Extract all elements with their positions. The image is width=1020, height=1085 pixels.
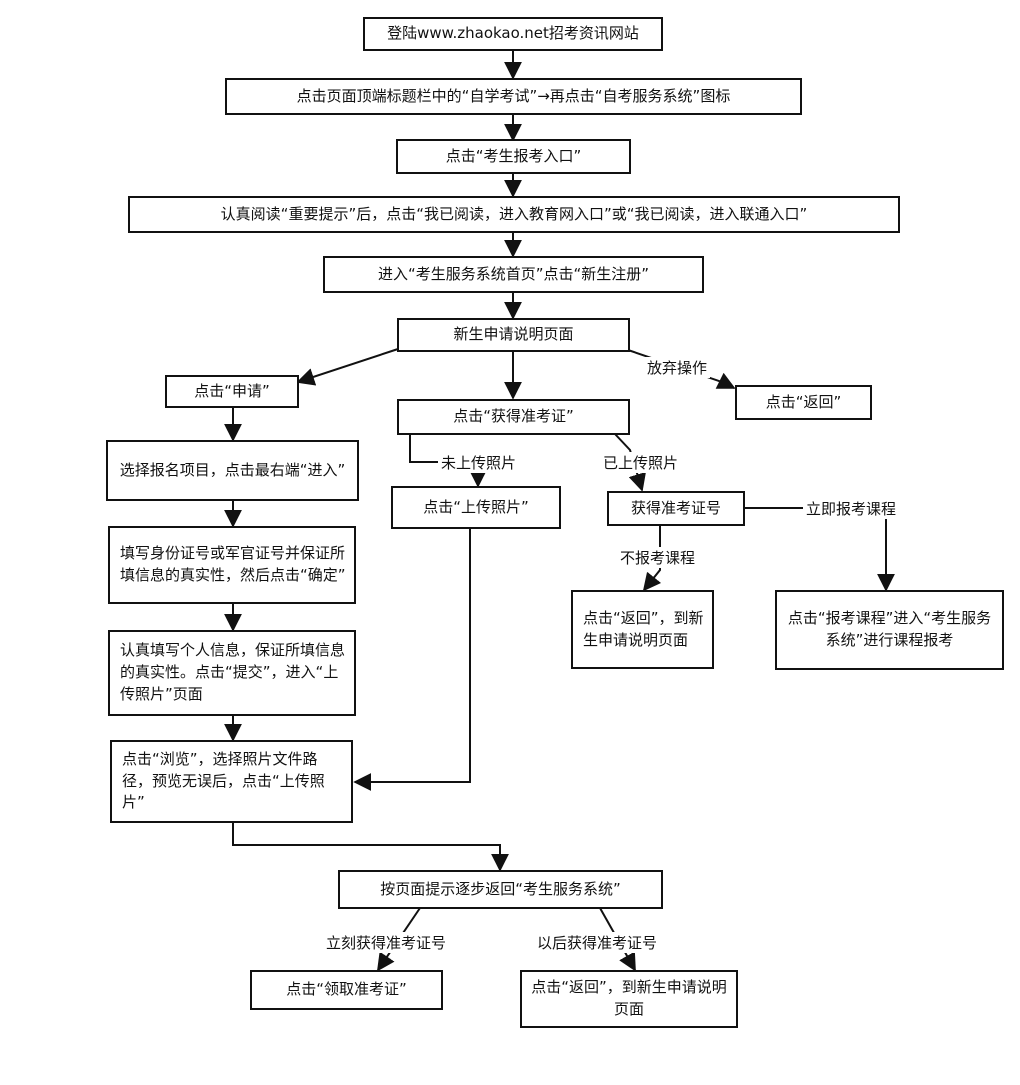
node-click-upload: 点击“上传照片” [391, 486, 561, 529]
node-enroll-entry: 点击“考生报考入口” [396, 139, 631, 174]
label-get-now: 立刻获得准考证号 [323, 932, 450, 953]
node-click-apply: 点击“申请” [165, 375, 299, 408]
node-fill-id: 填写身份证号或军官证号并保证所填信息的真实性，然后点击“确定” [108, 526, 356, 604]
node-step-back: 按页面提示逐步返回“考生服务系统” [338, 870, 663, 909]
arrow-ticketno-to-return [642, 526, 662, 592]
node-get-ticket-no: 获得准考证号 [607, 491, 745, 526]
node-click-return: 点击“返回” [735, 385, 872, 420]
node-return-to-page: 点击“返回”，到新生申请说明页面 [571, 590, 714, 669]
node-home-register: 进入“考生服务系统首页”点击“新生注册” [323, 256, 704, 293]
node-return-to-page-2: 点击“返回”，到新生申请说明页面 [520, 970, 738, 1028]
arrow-browse-to-stepback [232, 822, 509, 872]
arrow-newpage-to-apply [296, 348, 399, 386]
label-no-sign-up: 不报考课程 [617, 547, 699, 568]
node-choose-project: 选择报名项目，点击最右端“进入” [106, 440, 359, 501]
node-browse-upload: 点击“浏览”，选择照片文件路径，预览无误后，点击“上传照片” [110, 740, 353, 823]
node-fill-personal: 认真填写个人信息，保证所填信息的真实性。点击“提交”，进入“上传照片”页面 [108, 630, 356, 716]
arrow-ticketno-to-course [745, 507, 895, 592]
arrow-upload-to-browse [353, 528, 471, 791]
label-give-up: 放弃操作 [644, 357, 711, 378]
label-sign-up-now: 立即报考课程 [803, 498, 900, 519]
node-receive-ticket: 点击“领取准考证” [250, 970, 443, 1010]
node-login: 登陆www.zhaokao.net招考资讯网站 [363, 17, 663, 51]
node-course-signup: 点击“报考课程”进入“考生服务系统”进行课程报考 [775, 590, 1004, 670]
label-uploaded: 已上传照片 [600, 452, 682, 473]
node-new-student-page: 新生申请说明页面 [397, 318, 630, 352]
label-get-later: 以后获得准考证号 [534, 932, 661, 953]
node-click-title: 点击页面顶端标题栏中的“自学考试”→再点击“自考服务系统”图标 [225, 78, 802, 115]
arrow-getticket-to-ticketno [614, 433, 646, 492]
node-click-get-ticket: 点击“获得准考证” [397, 399, 630, 435]
node-read-tips: 认真阅读“重要提示”后，点击“我已阅读，进入教育网入口”或“我已阅读，进入联通入… [128, 196, 900, 233]
label-not-uploaded: 未上传照片 [438, 452, 520, 473]
